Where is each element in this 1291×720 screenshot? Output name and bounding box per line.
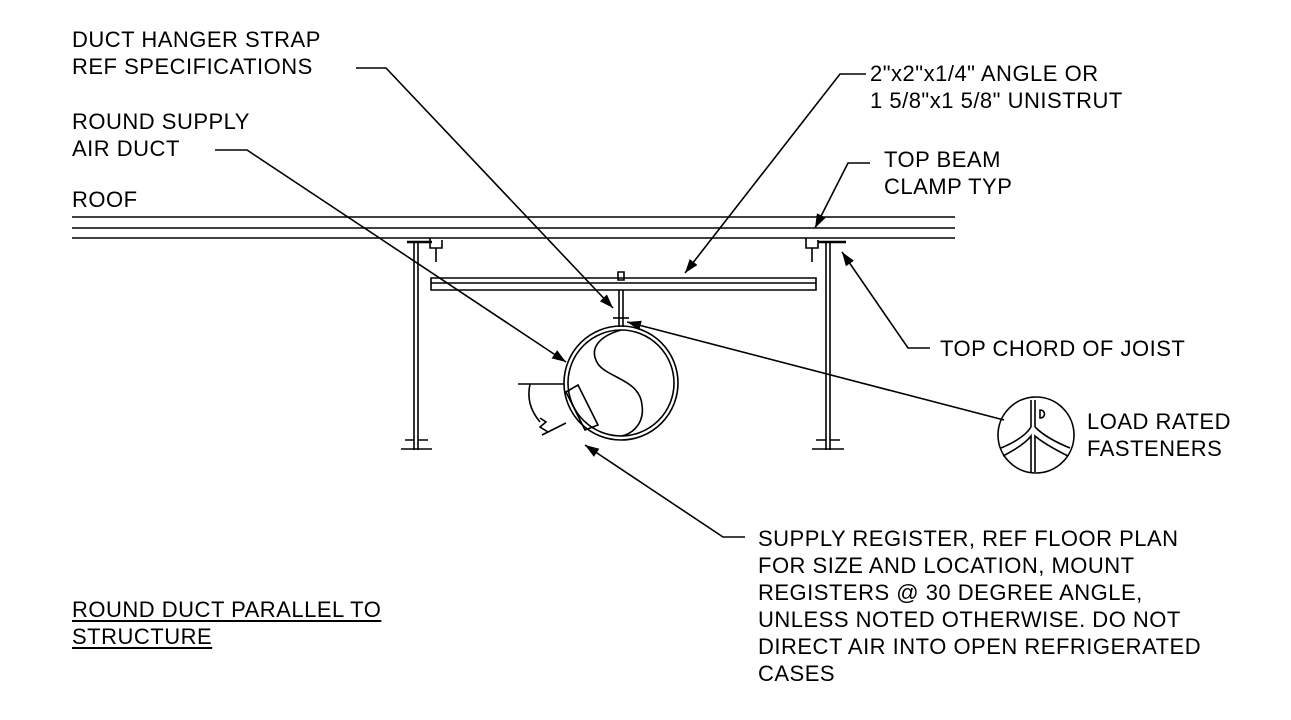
roof-label: ROOF bbox=[72, 187, 138, 212]
left-joist bbox=[401, 238, 442, 450]
top-chord-of-joist-label: TOP CHORD OF JOIST bbox=[940, 336, 1186, 361]
supply-register-note: SUPPLY REGISTER, REF FLOOR PLAN FOR SIZE… bbox=[758, 526, 1202, 686]
top-beam-clamp-label: TOP BEAM CLAMP TYP bbox=[884, 147, 1013, 199]
detail-title: ROUND DUCT PARALLEL TO STRUCTURE bbox=[72, 597, 382, 649]
duct-hanger-strap bbox=[613, 272, 629, 327]
duct-hanger-strap-label: DUCT HANGER STRAP REF SPECIFICATIONS bbox=[72, 27, 321, 79]
round-duct bbox=[564, 326, 678, 440]
leader-lines bbox=[215, 68, 1004, 537]
roof-deck bbox=[72, 217, 955, 238]
fastener-detail-bubble bbox=[998, 397, 1074, 473]
load-rated-fasteners-label: LOAD RATED FASTENERS bbox=[1087, 409, 1231, 461]
angle-or-unistrut-label: 2"x2"x1/4" ANGLE OR 1 5/8"x1 5/8" UNISTR… bbox=[870, 61, 1123, 113]
round-supply-air-duct-label: ROUND SUPPLY AIR DUCT bbox=[72, 109, 250, 161]
register-angle-symbol bbox=[518, 384, 566, 435]
right-joist bbox=[806, 238, 846, 450]
